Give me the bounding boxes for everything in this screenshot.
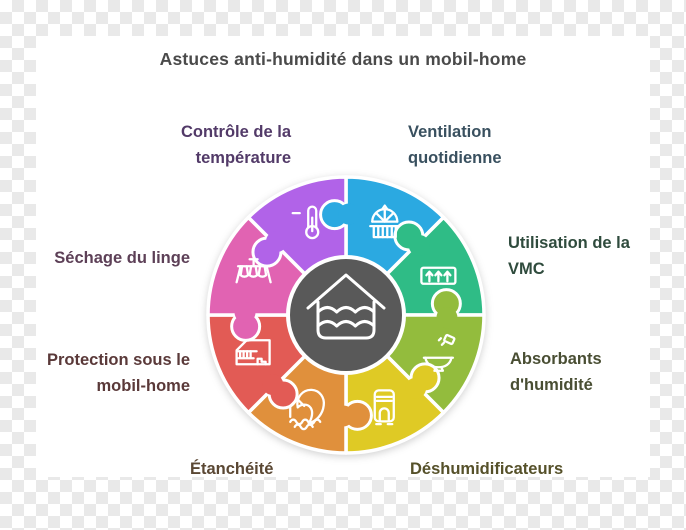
- label-sechage-linge: Séchage du linge: [54, 245, 190, 271]
- label-line: Étanchéité: [190, 460, 274, 478]
- puzzle-wheel: [206, 175, 486, 455]
- puzzle-knobs: [230, 199, 462, 431]
- label-line: Utilisation de la: [508, 234, 630, 252]
- center-hub: [286, 255, 406, 375]
- label-line: VMC: [508, 260, 545, 278]
- infographic-title: Astuces anti-humidité dans un mobil-home: [159, 49, 527, 69]
- vmc-vent-icon: [420, 266, 457, 285]
- label-line: température: [195, 149, 291, 167]
- puzzle-knob-neck: [234, 301, 256, 323]
- wave-house-icon: [289, 388, 325, 431]
- label-absorbants-humidite: Absorbants d'humidité: [510, 346, 602, 398]
- label-line: Absorbants: [510, 350, 602, 368]
- thermometer-icon: [291, 205, 320, 240]
- label-utilisation-vmc: Utilisation de la VMC: [508, 230, 630, 282]
- absorber-bowl-icon: [422, 333, 456, 372]
- label-deshumidificateurs: Déshumidificateurs: [410, 456, 563, 482]
- label-line: quotidienne: [408, 149, 502, 167]
- house-water-icon: [306, 273, 386, 340]
- label-controle-temperature: Contrôle de la température: [181, 119, 291, 171]
- puzzle-knob-neck: [408, 234, 430, 256]
- label-etancheite: Étanchéité: [190, 456, 273, 482]
- label-line: Ventilation: [408, 123, 492, 141]
- mobil-home-skirting-icon: [235, 339, 271, 366]
- label-line: mobil-home: [96, 377, 191, 395]
- puzzle-knob-neck: [262, 374, 284, 396]
- puzzle-knob-neck: [436, 307, 458, 329]
- label-line: d'humidité: [510, 376, 593, 394]
- label-line: Déshumidificateurs: [410, 460, 564, 478]
- puzzle-knob-neck: [265, 231, 287, 253]
- label-line: Contrôle de la: [180, 123, 291, 141]
- dehumidifier-icon: [373, 389, 395, 426]
- label-ventilation-quotidienne: Ventilation quotidienne: [408, 119, 502, 171]
- label-line: Séchage du linge: [54, 249, 190, 267]
- open-window-icon: [369, 204, 401, 239]
- drying-rack-icon: [235, 258, 272, 284]
- puzzle-knob-neck: [332, 405, 354, 427]
- puzzle-knob-neck: [338, 203, 360, 225]
- label-protection-mobil-home: Protection sous le mobil-home: [47, 347, 190, 399]
- puzzle-knob-neck: [405, 377, 427, 399]
- label-line: Protection sous le: [46, 351, 190, 369]
